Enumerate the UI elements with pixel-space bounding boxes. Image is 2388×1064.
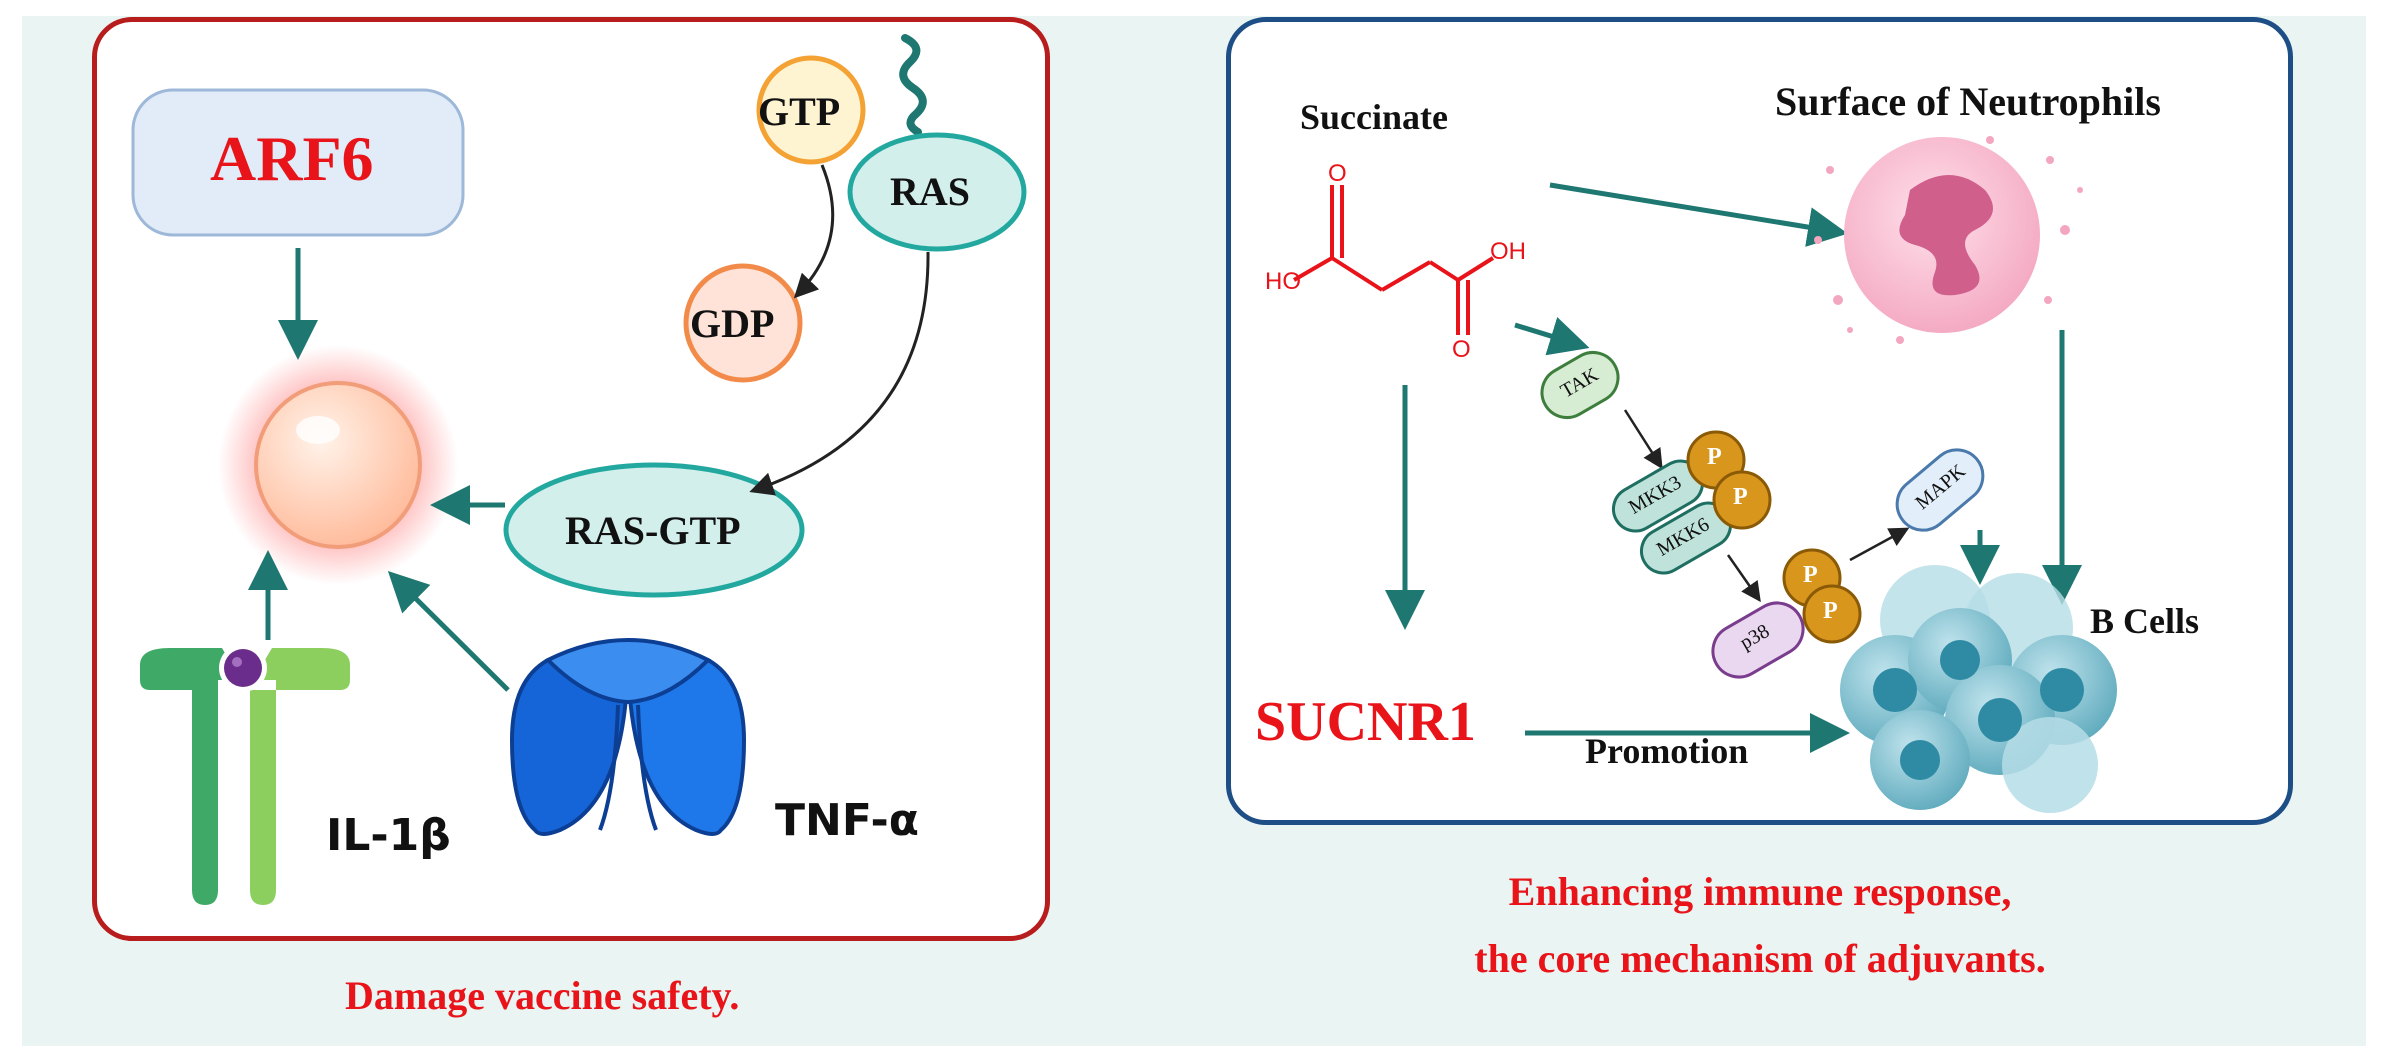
ras-node bbox=[847, 132, 1027, 252]
ho-label: HO bbox=[1265, 268, 1301, 295]
mapk-node bbox=[1895, 448, 1985, 532]
sucnr1-label: SUCNR1 bbox=[1255, 691, 1476, 753]
ras-label: RAS bbox=[890, 169, 971, 214]
surface-neutrophils-label: Surface of Neutrophils bbox=[1775, 79, 2161, 124]
succinate-label: Succinate bbox=[1300, 97, 1448, 137]
il1-receptor-icon bbox=[140, 644, 350, 905]
tak-node bbox=[1540, 351, 1620, 419]
tnfa-label: TNF-α bbox=[775, 795, 920, 846]
neutrophil-icon bbox=[1814, 136, 2083, 344]
arrow-ras-to-rasgtp bbox=[749, 251, 930, 496]
right-caption-line2: the core mechanism of adjuvants. bbox=[1474, 936, 2046, 981]
gdp-node bbox=[683, 263, 803, 383]
arrow-mkk-to-p38 bbox=[1726, 554, 1761, 603]
o-top-label: O bbox=[1328, 160, 1347, 187]
p38-node bbox=[1711, 601, 1805, 679]
oh-label: OH bbox=[1490, 238, 1526, 265]
ras-anchor bbox=[899, 34, 927, 136]
il1b-label: IL-1β bbox=[326, 810, 451, 861]
ras-gtp-label: RAS-GTP bbox=[565, 508, 741, 553]
phosphate-label: P bbox=[1823, 598, 1838, 624]
phosphate-label: P bbox=[1733, 484, 1748, 510]
arrow-succinate-to-tak bbox=[1514, 317, 1590, 356]
gdp-label: GDP bbox=[690, 301, 775, 346]
o-bottom-label: O bbox=[1452, 336, 1471, 363]
arf6-box bbox=[131, 88, 465, 237]
phosphate-label: P bbox=[1803, 562, 1818, 588]
phosphate-icon bbox=[1712, 470, 1772, 530]
arrow-p38-to-mapk bbox=[1849, 527, 1910, 562]
succinate-structure-icon bbox=[1292, 185, 1495, 335]
gtp-label: GTP bbox=[758, 89, 841, 134]
arrow-tak-to-mkk bbox=[1623, 409, 1663, 470]
b-cells-icon bbox=[1840, 565, 2117, 813]
b-cells-label: B Cells bbox=[2090, 601, 2200, 641]
target-cell bbox=[254, 381, 422, 549]
arf6-label: ARF6 bbox=[210, 123, 374, 194]
left-caption: Damage vaccine safety. bbox=[345, 973, 740, 1018]
arrow-tnf-to-cell bbox=[387, 570, 510, 692]
arrow-gtp-to-gdp bbox=[793, 164, 835, 299]
right-caption-line1: Enhancing immune response, bbox=[1508, 869, 2012, 914]
ras-gtp-node bbox=[503, 462, 805, 598]
tnf-alpha-icon bbox=[509, 638, 747, 836]
phosphate-label: P bbox=[1707, 444, 1722, 470]
arrow-succinate-to-neutrophil bbox=[1549, 182, 1848, 247]
phosphate-icon bbox=[1802, 584, 1862, 644]
promotion-label: Promotion bbox=[1585, 731, 1749, 771]
gtp-node bbox=[756, 55, 866, 165]
